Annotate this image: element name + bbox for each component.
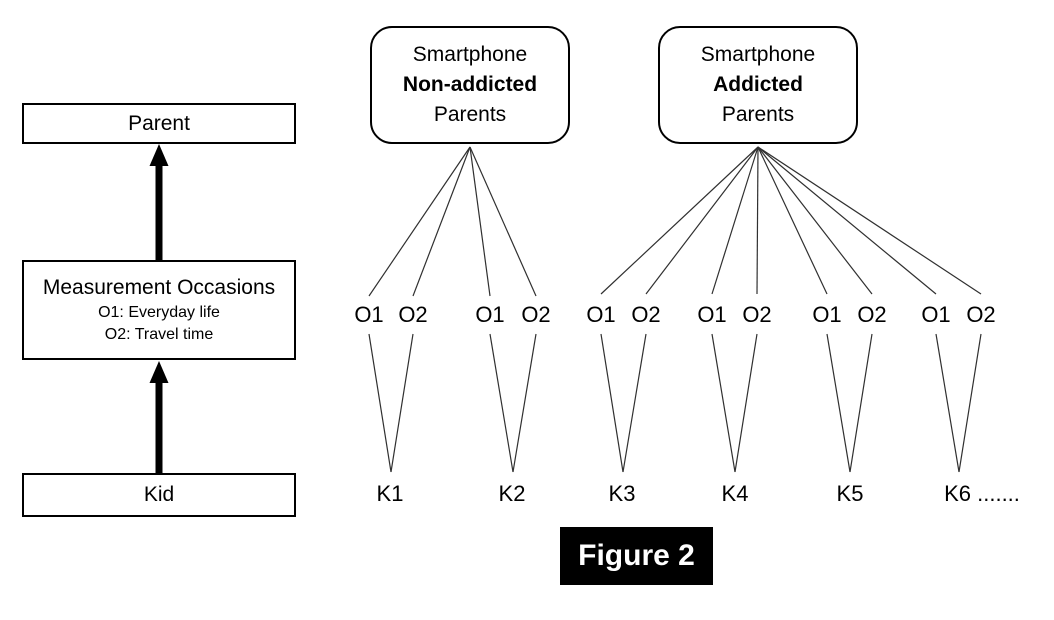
- occasion-label-k1-o1: O1: [354, 302, 384, 327]
- occasion-label-k1-o2: O2: [398, 302, 428, 327]
- measurement-occasions-box: Measurement Occasions O1: Everyday life …: [22, 260, 296, 360]
- addicted-parents-line2: Addicted: [713, 73, 803, 96]
- parent-box-label: Parent: [128, 111, 190, 135]
- addicted-parents-line1: Smartphone: [700, 43, 816, 66]
- kid-to-occasions-arrow: [149, 361, 169, 474]
- occasion-2-definition: O2: Travel time: [104, 326, 214, 343]
- addicted-parents-line3: Parents: [721, 103, 795, 126]
- occasion-label-k5-o1: O1: [812, 302, 842, 327]
- nonaddicted-parents-line2: Non-addicted: [402, 73, 538, 96]
- occasion-label-k3-o2: O2: [631, 302, 661, 327]
- occasion-label-k4-o2: O2: [742, 302, 772, 327]
- nonaddicted-parents-line3: Parents: [433, 103, 507, 126]
- kid-label-k5: K5: [836, 481, 864, 506]
- occasion-label-k2-o1: O1: [475, 302, 505, 327]
- kid-label-k6: K6 .......: [944, 481, 1020, 506]
- parent-box: Parent: [22, 103, 296, 144]
- figure-caption-text: Figure 2: [578, 539, 695, 572]
- measurement-occasions-title: Measurement Occasions: [42, 276, 276, 299]
- nonaddicted-parents-line1: Smartphone: [412, 43, 528, 66]
- figure-caption: Figure 2: [560, 527, 713, 585]
- nonaddicted-fan-lines: [368, 146, 537, 297]
- occasion-label-k5-o2: O2: [857, 302, 887, 327]
- kid-box: Kid: [22, 473, 296, 517]
- occasion-label-k4-o1: O1: [697, 302, 727, 327]
- occasion-label-k3-o1: O1: [586, 302, 616, 327]
- kid-label-k4: K4: [721, 481, 749, 506]
- kid-box-label: Kid: [143, 483, 175, 506]
- occasions-to-parent-arrow: [149, 144, 169, 261]
- nonaddicted-parents-box: Smartphone Non-addicted Parents: [370, 26, 570, 144]
- addicted-fan-lines: [600, 146, 982, 295]
- addicted-parents-box: Smartphone Addicted Parents: [658, 26, 858, 144]
- occasion-1-definition: O1: Everyday life: [98, 304, 220, 321]
- occasion-label-k6-o2: O2: [966, 302, 996, 327]
- occasion-to-kid-lines: [368, 333, 982, 473]
- occasion-label-k2-o2: O2: [521, 302, 551, 327]
- kid-label-k3: K3: [608, 481, 636, 506]
- kid-label-k2: K2: [498, 481, 526, 506]
- kid-label-k1: K1: [376, 481, 404, 506]
- occasion-label-k6-o1: O1: [921, 302, 951, 327]
